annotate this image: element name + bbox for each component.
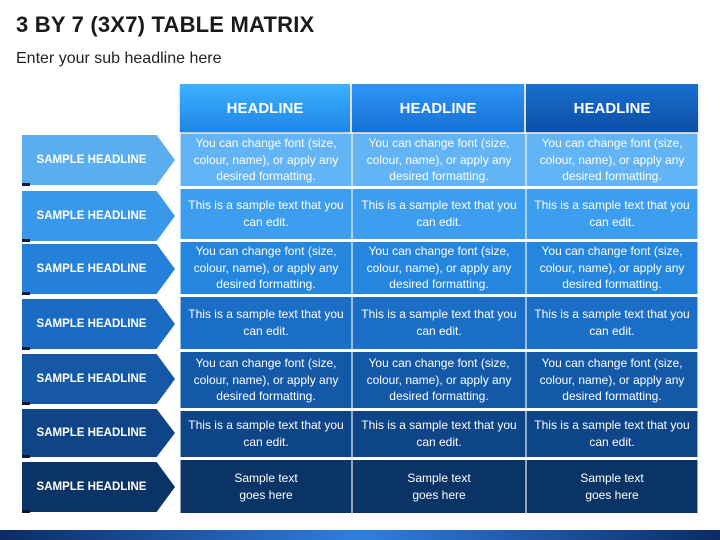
row-label-1: SAMPLE HEADLINE [22,135,175,185]
cell-text: This is a sample text that you can edit. [534,307,690,338]
cell-text: This is a sample text that you can edit. [361,198,517,229]
table-cell-r2-c2: This is a sample text that you can edit. [352,189,526,239]
row-label-accent [22,239,30,242]
row-label-text: SAMPLE HEADLINE [36,154,147,166]
cell-text: You can change font (size, colour, name)… [193,243,339,292]
column-header-3: HEADLINE [526,84,698,132]
row-label-accent [22,402,30,405]
column-header-1: HEADLINE [180,84,350,132]
row-label-text: SAMPLE HEADLINE [36,210,147,222]
table-cell-r5-c1: You can change font (size, colour, name)… [180,352,352,408]
row-label-accent [22,347,30,350]
cell-text: This is a sample text that you can edit. [534,418,690,449]
cell-text: Sample text goes here [234,470,298,502]
row-label-text: SAMPLE HEADLINE [36,427,147,439]
table-cell-r6-c2: This is a sample text that you can edit. [352,411,526,457]
table-cell-r4-c3: This is a sample text that you can edit. [526,297,698,349]
cell-text: This is a sample text that you can edit. [361,307,517,338]
table-cell-r6-c3: This is a sample text that you can edit. [526,411,698,457]
table-cell-r5-c3: You can change font (size, colour, name)… [526,352,698,408]
cell-text: Sample text goes here [580,470,644,502]
page-title: 3 BY 7 (3X7) TABLE MATRIX [16,12,315,37]
cell-text: Sample text goes here [407,470,471,502]
table-cell-r6-c1: This is a sample text that you can edit. [180,411,352,457]
table-cell-r1-c2: You can change font (size, colour, name)… [352,134,526,186]
cell-text: You can change font (size, colour, name)… [539,243,685,292]
table-cell-r3-c3: You can change font (size, colour, name)… [526,242,698,294]
table-cell-r1-c3: You can change font (size, colour, name)… [526,134,698,186]
row-label-3: SAMPLE HEADLINE [22,244,175,294]
cell-text: You can change font (size, colour, name)… [193,355,339,404]
cell-text: You can change font (size, colour, name)… [193,135,339,184]
cell-text: You can change font (size, colour, name)… [366,135,512,184]
row-label-2: SAMPLE HEADLINE [22,191,175,241]
row-label-text: SAMPLE HEADLINE [36,481,147,493]
page-subtitle: Enter your sub headline here [16,50,222,67]
row-label-accent [22,510,30,513]
row-label-text: SAMPLE HEADLINE [36,373,147,385]
table-cell-r2-c1: This is a sample text that you can edit. [180,189,352,239]
row-label-accent [22,455,30,458]
table-cell-r2-c3: This is a sample text that you can edit. [526,189,698,239]
row-label-7: SAMPLE HEADLINE [22,462,175,512]
row-label-5: SAMPLE HEADLINE [22,354,175,404]
cell-text: This is a sample text that you can edit. [188,198,344,229]
column-header-2: HEADLINE [352,84,524,132]
table-cell-r3-c1: You can change font (size, colour, name)… [180,242,352,294]
table-cell-r3-c2: You can change font (size, colour, name)… [352,242,526,294]
cell-text: This is a sample text that you can edit. [188,418,344,449]
bottom-accent-bar [0,530,720,540]
cell-text: This is a sample text that you can edit. [188,307,344,338]
row-label-text: SAMPLE HEADLINE [36,318,147,330]
cell-text: This is a sample text that you can edit. [361,418,517,449]
cell-text: You can change font (size, colour, name)… [366,355,512,404]
row-label-6: SAMPLE HEADLINE [22,409,175,457]
row-label-accent [22,292,30,295]
table-cell-r4-c2: This is a sample text that you can edit. [352,297,526,349]
cell-text: You can change font (size, colour, name)… [539,135,685,184]
table-cell-r7-c3: Sample text goes here [526,460,698,513]
table-cell-r1-c1: You can change font (size, colour, name)… [180,134,352,186]
cell-text: This is a sample text that you can edit. [534,198,690,229]
cell-text: You can change font (size, colour, name)… [366,243,512,292]
table-cell-r4-c1: This is a sample text that you can edit. [180,297,352,349]
table-cell-r7-c1: Sample text goes here [180,460,352,513]
row-label-4: SAMPLE HEADLINE [22,299,175,349]
row-label-text: SAMPLE HEADLINE [36,263,147,275]
row-label-accent [22,183,30,186]
table-cell-r7-c2: Sample text goes here [352,460,526,513]
table-cell-r5-c2: You can change font (size, colour, name)… [352,352,526,408]
cell-text: You can change font (size, colour, name)… [539,355,685,404]
